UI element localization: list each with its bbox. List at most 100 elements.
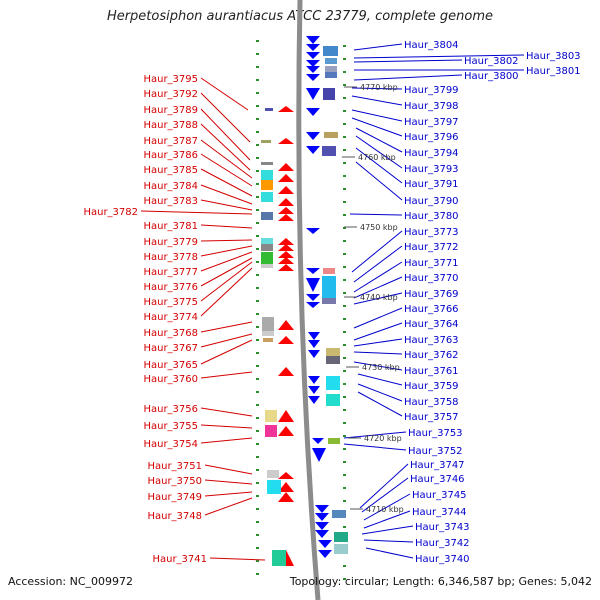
gene-label-right: Haur_3780: [404, 211, 459, 222]
leader-line: [200, 224, 253, 229]
forward-gene-arrow: [278, 214, 294, 221]
leader-line: [357, 383, 403, 402]
gene-block: [326, 376, 340, 390]
reverse-gene-arrow: [315, 513, 329, 521]
reverse-gene-arrow: [306, 132, 320, 140]
reverse-gene-arrow: [306, 52, 320, 59]
leader-line: [357, 391, 403, 417]
track-tick: [343, 357, 346, 359]
reverse-gene-arrow: [318, 540, 332, 548]
track-tick: [343, 474, 346, 476]
leader-line: [200, 123, 251, 171]
gene-block: [261, 244, 273, 251]
gene-label-right: Haur_3766: [404, 304, 459, 315]
reverse-gene-arrow: [306, 146, 320, 154]
gene-label-right: Haur_3747: [410, 460, 465, 471]
gene-label-right: Haur_3761: [404, 366, 459, 377]
gene-label-right: Haur_3753: [408, 428, 463, 439]
gene-block: [261, 192, 273, 202]
gene-label-right: Haur_3794: [404, 148, 459, 159]
leader-line: [200, 77, 249, 111]
reverse-gene-arrow: [308, 340, 320, 348]
gene-labels: Haur_3795Haur_3792Haur_3789Haur_3788Haur…: [83, 40, 580, 565]
reverse-gene-arrow: [312, 448, 326, 462]
gene-label-right: Haur_3770: [404, 273, 459, 284]
track-tick: [343, 240, 346, 242]
gene-features: [261, 36, 348, 566]
track-tick: [256, 222, 259, 224]
gene-block: [261, 212, 273, 220]
track-tick: [256, 300, 259, 302]
track-tick: [256, 391, 259, 393]
gene-block: [326, 356, 340, 364]
leader-line: [200, 245, 253, 257]
forward-gene-arrow: [278, 410, 294, 422]
gene-block: [326, 348, 340, 356]
track-tick: [256, 274, 259, 276]
gene-label-left: Haur_3778: [143, 252, 198, 263]
leader-line: [359, 463, 409, 509]
forward-gene-arrow: [278, 336, 294, 344]
track-tick: [343, 331, 346, 333]
reverse-gene-arrow: [306, 66, 320, 73]
track-tick: [343, 123, 346, 125]
leader-line: [200, 267, 253, 317]
gene-label-right: Haur_3791: [404, 179, 459, 190]
leader-line: [343, 431, 407, 439]
gene-block: [265, 425, 277, 437]
gene-label-right: Haur_3744: [412, 507, 467, 518]
leader-line: [200, 407, 253, 417]
reverse-gene-arrow: [306, 228, 320, 234]
gene-block: [262, 317, 274, 331]
track-tick: [343, 383, 346, 385]
track-tick: [343, 227, 346, 229]
leader-line: [363, 510, 411, 529]
track-tick: [343, 97, 346, 99]
gene-label-left: Haur_3774: [143, 312, 198, 323]
leader-line: [200, 168, 253, 197]
gene-block: [265, 410, 277, 422]
gene-label-right: Haur_3799: [404, 85, 459, 96]
reverse-gene-arrow: [312, 438, 324, 444]
track-tick: [256, 196, 259, 198]
track-tick: [343, 422, 346, 424]
track-tick: [343, 188, 346, 190]
gene-block: [334, 532, 348, 542]
track-tick: [256, 456, 259, 458]
track-tick: [256, 144, 259, 146]
track-tick: [256, 157, 259, 159]
track-tick: [256, 105, 259, 107]
track-tick: [256, 66, 259, 68]
reverse-gene-arrow: [315, 505, 329, 513]
leader-line: [200, 153, 253, 187]
reverse-gene-arrow: [306, 36, 320, 44]
track-tick: [256, 482, 259, 484]
reverse-gene-arrow: [306, 302, 320, 308]
track-tick: [343, 435, 346, 437]
reverse-gene-arrow: [308, 396, 320, 404]
leader-line: [355, 127, 403, 153]
forward-gene-arrow: [278, 138, 294, 144]
scale-label: 4770 kbp: [360, 83, 398, 92]
track-tick: [343, 149, 346, 151]
track-tick: [256, 118, 259, 120]
track-tick: [256, 209, 259, 211]
gene-label-left: Haur_3788: [143, 120, 198, 131]
gene-label-left: Haur_3789: [143, 105, 198, 116]
gene-label-right: Haur_3740: [415, 554, 470, 565]
track-tick: [343, 58, 346, 60]
gene-block: [328, 438, 340, 444]
reverse-gene-arrow: [306, 108, 320, 116]
leader-line: [200, 424, 253, 429]
gene-label-left: Haur_3767: [143, 343, 198, 354]
gene-label-right: Haur_3800: [464, 71, 519, 82]
forward-gene-arrow: [278, 244, 294, 251]
gene-label-left: Haur_3748: [147, 511, 202, 522]
gene-label-right: Haur_3763: [404, 335, 459, 346]
track-tick: [343, 214, 346, 216]
gene-block: [322, 276, 336, 298]
label-leader-lines: [140, 43, 525, 561]
leader-line: [351, 230, 403, 273]
leader-line: [353, 74, 463, 81]
